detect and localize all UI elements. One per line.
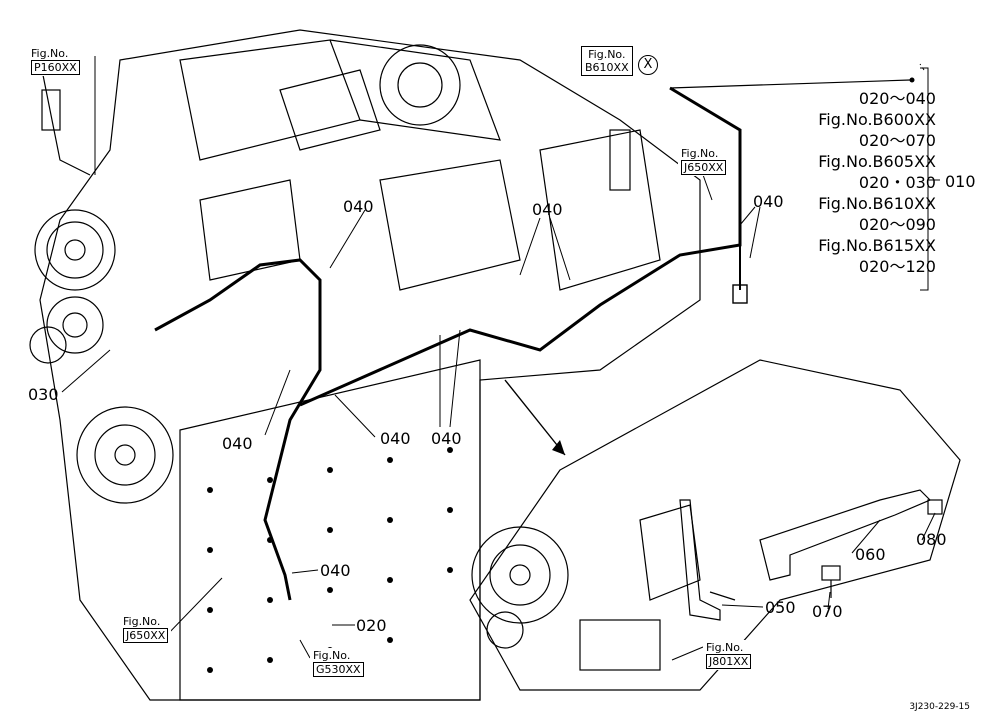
drawing-code: 3J230-229-15: [909, 702, 970, 712]
reference-list-item: 020・030: [858, 173, 936, 192]
part-label-040-g: 040: [320, 561, 351, 580]
fig-ref-j801: Fig.No. J801XX: [703, 640, 755, 670]
reference-list: 020～040 Fig.No.B600XX 020～070 Fig.No.B60…: [818, 88, 936, 277]
reference-list-item: 020～070: [858, 131, 936, 150]
part-label-040-c: 040: [753, 192, 784, 211]
callout-x: X: [638, 55, 658, 75]
reference-list-item: 020～120: [858, 257, 936, 276]
fig-ref-b610: Fig.No. B610XX: [581, 46, 633, 76]
reference-list-item: Fig.No.B605XX: [818, 152, 936, 171]
part-label-080: 080: [916, 530, 947, 549]
part-label-040-a: 040: [343, 197, 374, 216]
part-label-060: 060: [855, 545, 886, 564]
part-label-040-f: 040: [431, 429, 462, 448]
part-label-030: 030: [28, 385, 59, 404]
reference-list-item: Fig.No.B610XX: [818, 194, 936, 213]
part-label-040-d: 040: [222, 434, 253, 453]
part-label-070: 070: [812, 602, 843, 621]
part-label-040-b: 040: [532, 200, 563, 219]
fig-ref-j650-right: Fig.No. J650XX: [678, 146, 730, 176]
reference-list-item: Fig.No.B615XX: [818, 236, 936, 255]
part-label-040-e: 040: [380, 429, 411, 448]
part-label-010: 010: [945, 172, 976, 191]
fig-ref-g530: Fig.No. G530XX: [310, 648, 367, 678]
fig-ref-p160: Fig.No. P160XX: [28, 46, 83, 76]
fig-ref-j650-left: Fig.No. J650XX: [120, 614, 172, 644]
part-label-050: 050: [765, 598, 796, 617]
reference-list-item: Fig.No.B600XX: [818, 110, 936, 129]
reference-list-item: 020～040: [858, 89, 936, 108]
reference-list-item: 020～090: [858, 215, 936, 234]
part-label-020: 020: [356, 616, 387, 635]
